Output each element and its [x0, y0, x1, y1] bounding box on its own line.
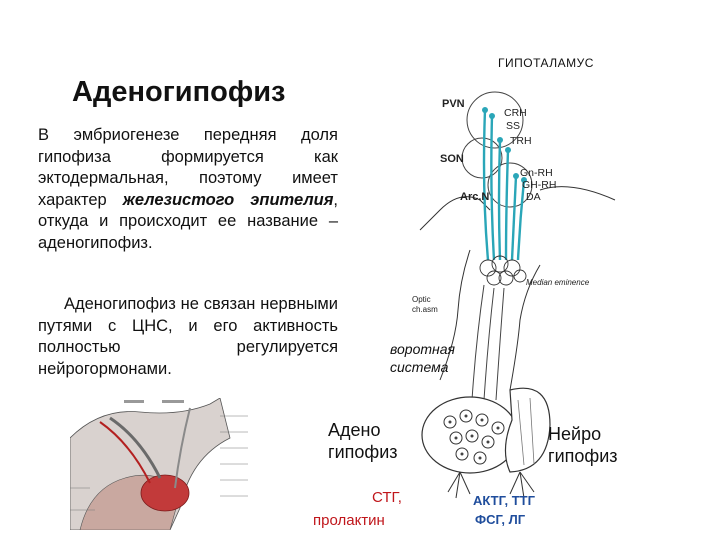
- portal-system-line: система: [390, 359, 449, 375]
- acth-tsh-label: АКТГ, ТТГ: [473, 493, 535, 508]
- arc-nucleus: [487, 162, 533, 208]
- paragraph-text: , откуда и происходит ее название – аден…: [38, 190, 339, 252]
- axon-bundle: [482, 109, 526, 261]
- pituitary-diagram: PVN SON Arc.N CRH SS TRH Gn-RH GH-RH DA …: [412, 91, 616, 499]
- emphasis-text: железистого эпителия: [122, 190, 334, 209]
- son-nucleus: [461, 137, 503, 179]
- portal-vessels: [471, 284, 505, 401]
- output-vessels: [447, 471, 535, 499]
- nucleus-label: SON: [440, 153, 464, 165]
- pvn-nucleus: [466, 91, 524, 149]
- neuro-line: гипофиз: [548, 446, 618, 466]
- brain-outline: [539, 186, 616, 201]
- hormone-label: CRH: [504, 107, 527, 119]
- adeno-line: Адено: [328, 420, 381, 440]
- hormone-label: DA: [526, 191, 541, 203]
- neuro-line: Нейро: [548, 424, 602, 444]
- stg-hormone-label: СТГ,: [372, 489, 402, 506]
- optic-chiasm-label: Optic: [412, 295, 431, 304]
- hypothalamus-label: ГИПОТАЛАМУС: [498, 56, 594, 70]
- nucleus-label: PVN: [442, 98, 465, 110]
- paragraph-embryogenesis: В эмбриогенезе передняя доля гипофиза фо…: [38, 125, 338, 254]
- portal-system-line: воротная: [390, 341, 455, 357]
- fsh-lh-label: ФСГ, ЛГ: [475, 512, 526, 527]
- stalk-outline: [509, 264, 541, 391]
- hormone-label: SS: [506, 120, 520, 132]
- hormone-label: GH-RH: [522, 179, 556, 191]
- median-eminence-label: Median eminence: [526, 278, 590, 287]
- gland-cells: [443, 409, 505, 465]
- adeno-line: гипофиз: [328, 442, 398, 462]
- paragraph-regulation: Аденогипофиз не связан нервными путями с…: [38, 295, 338, 378]
- nucleus-label: Arc.N: [460, 191, 489, 203]
- stalk-outline: [439, 249, 471, 381]
- neurohypophysis-label: Нейро гипофиз: [548, 423, 618, 467]
- hormone-label: TRH: [510, 135, 532, 147]
- page-title: Аденогипофиз: [72, 76, 286, 108]
- neurohypophysis-lobe: [504, 387, 551, 473]
- hormone-label: Gn-RH: [520, 167, 553, 179]
- optic-chiasm-label: ch.asm: [412, 305, 438, 314]
- adenohypophysis-label: Адено гипофиз: [328, 419, 398, 463]
- portal-system-label: воротная система: [390, 340, 455, 376]
- adenohypophysis-lobe: [421, 396, 519, 474]
- prolactin-label: пролактин: [313, 512, 385, 529]
- brain-outline: [419, 196, 491, 231]
- brain-section-illustration: [70, 398, 250, 530]
- neuro-fibers: [517, 397, 535, 466]
- paragraph-text: В эмбриогенезе передняя доля гипофиза фо…: [38, 126, 338, 209]
- median-eminence-capillaries: [479, 255, 527, 286]
